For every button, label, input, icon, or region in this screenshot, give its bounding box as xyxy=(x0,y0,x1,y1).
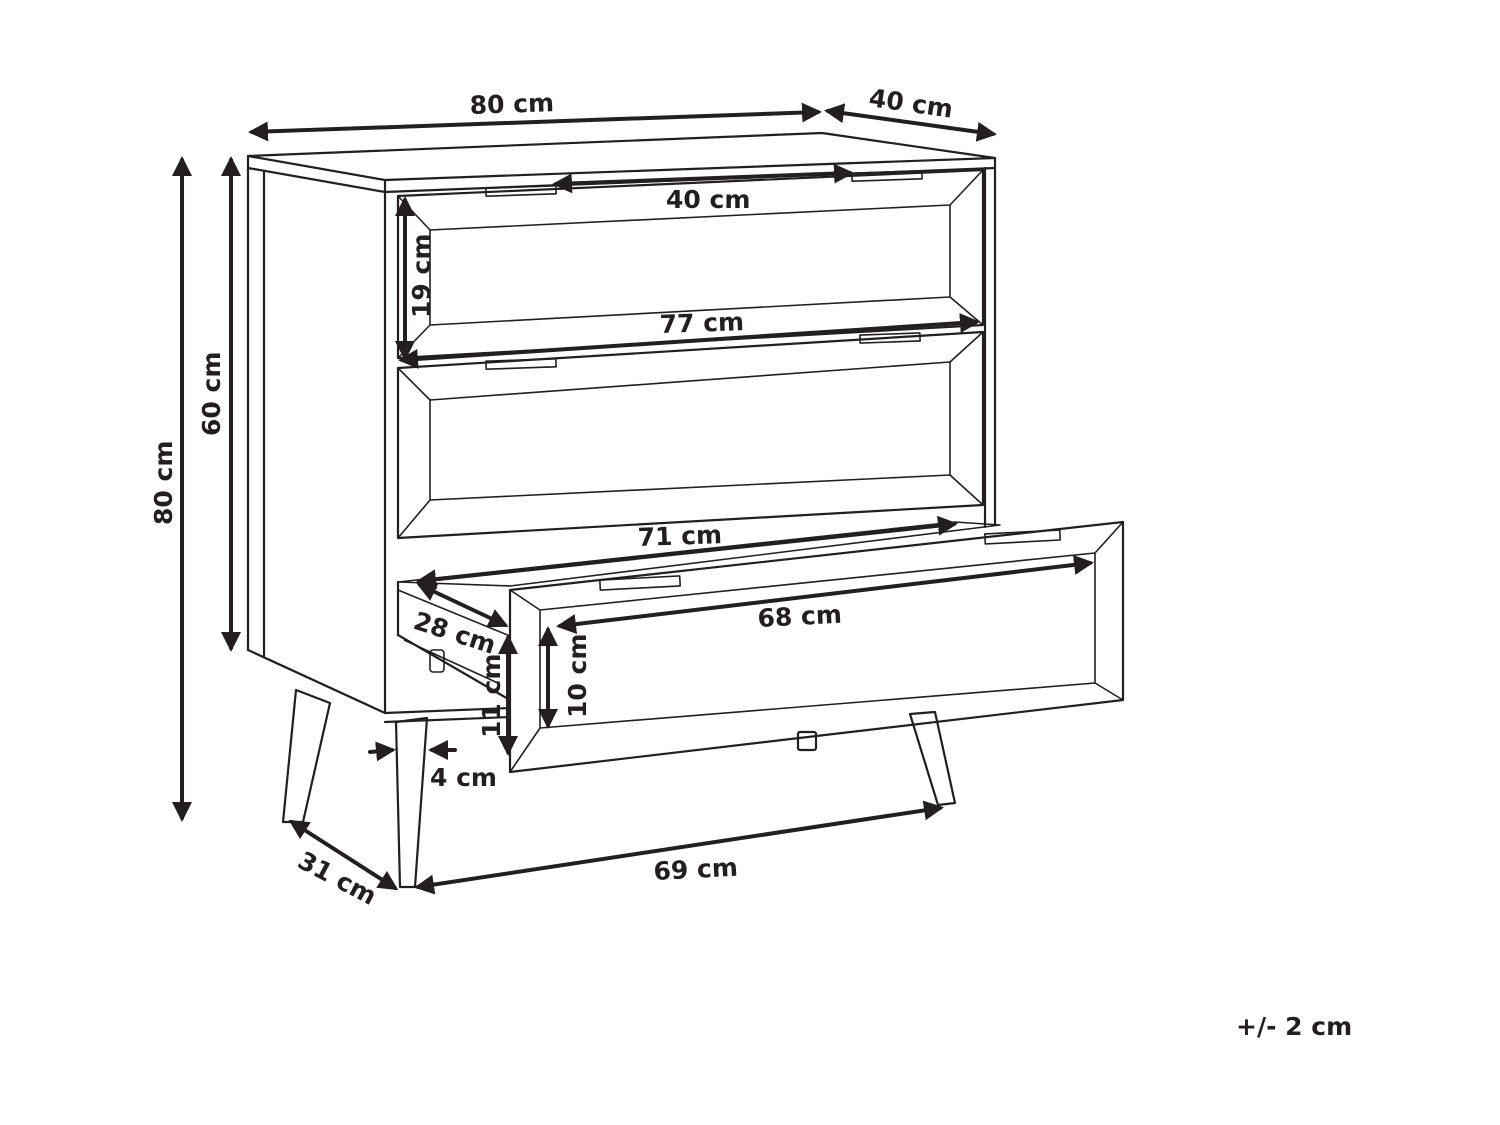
drawer-front-height-label: 19 cm xyxy=(407,234,436,318)
drawer-inner-width-label: 40 cm xyxy=(666,185,750,214)
overall-height-label: 80 cm xyxy=(149,441,178,525)
overall-width-label: 80 cm xyxy=(469,88,554,120)
drawer-box-width-label: 68 cm xyxy=(757,600,843,633)
leg-span-width-label: 69 cm xyxy=(653,853,739,886)
overall-depth-line xyxy=(824,103,997,142)
leg-span-width-line xyxy=(414,800,944,895)
drawer-inner-length-label: 71 cm xyxy=(637,520,722,552)
drawer-inner-depth-line xyxy=(416,582,509,628)
leg-span-depth-line xyxy=(288,819,399,891)
drawer-box-height-label: 10 cm xyxy=(563,634,592,718)
drawer-front-width-label: 77 cm xyxy=(659,307,744,339)
leg-inset-label: 4 cm xyxy=(430,763,497,792)
dimension-lines xyxy=(172,102,1094,895)
drawer-box-width-line xyxy=(556,554,1094,635)
body-height-label: 60 cm xyxy=(197,352,226,436)
drawer-inner-width-line xyxy=(552,163,854,194)
dimension-labels: 80 cm 40 cm 40 cm 19 cm 77 cm 71 cm 28 c… xyxy=(149,83,955,911)
middle-drawer xyxy=(396,330,985,540)
drawer-height-label: 11 cm xyxy=(477,654,506,738)
overall-width-line xyxy=(248,102,822,142)
leg-span-depth-label: 31 cm xyxy=(293,846,381,911)
leg-inset-left-arrow xyxy=(368,741,396,762)
drawer-front-width-line xyxy=(398,313,980,369)
drawer-inner-length-line xyxy=(416,515,958,590)
tolerance-note: +/- 2 cm xyxy=(1236,1012,1353,1041)
